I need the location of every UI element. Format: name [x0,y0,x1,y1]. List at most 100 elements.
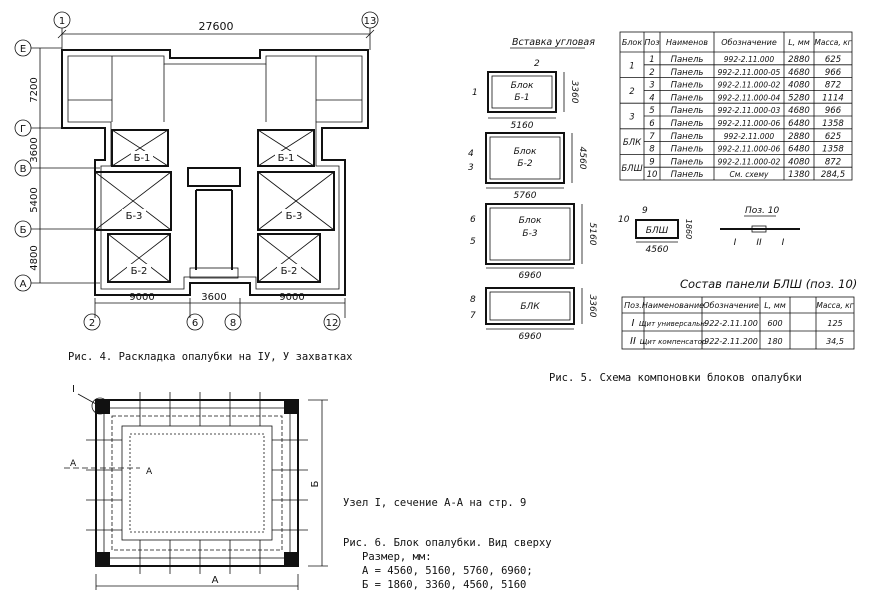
fig6-note: Узел I, сечение А-А на стр. 9 [343,497,526,509]
pos-label: 7 [470,311,476,321]
block-height: 3360 [569,81,579,104]
th-block: Блок [622,38,642,47]
fig5-blocks: Вставка угловая 2 1 Блок Б-1 5160 3360 4… [468,37,802,384]
table-cell: 2880 [788,55,810,65]
sub-th-name: Наименование [642,301,704,310]
panel-table: Блок Поз Наименов Обозначение L, мм Масс… [619,31,853,181]
block-code: Б-3 [522,229,537,239]
block-width: 4560 [646,245,669,255]
pos-label: 9 [642,206,648,216]
table-cell: Панель [671,157,704,167]
axis-6: 6 [192,318,198,329]
table-cell: 992-2.11.000-03 [718,106,781,115]
axis-8: 8 [230,318,236,329]
blsh-scheme: 10 9 БЛШ 4560 1860 Поз. 10 I II I [618,206,800,255]
fig6-caption-line1: Рис. 6. Блок опалубки. Вид сверху [343,537,552,549]
table-cell: Панель [671,81,704,91]
table-cell: 966 [825,68,842,78]
dim-left-1: 7200 [29,77,40,102]
table-cell: 3 [649,81,654,91]
sub-cell: Щит универсальн. [639,320,707,328]
sub-cell: 180 [767,337,782,346]
pos10-mark: I [734,238,737,248]
left-axes: Е Г В Б А 7200 3600 5400 4800 [14,39,100,292]
axis-A: А [20,279,27,290]
fig4-caption: Рис. 4. Раскладка опалубки на IУ, У захв… [68,351,352,363]
table-cell: 872 [825,157,841,167]
table-cell: 992-2.11.000-06 [718,119,781,128]
scheme-block-blk: 8 7 БЛК 6960 3360 [470,287,597,342]
block-width: 6960 [519,271,542,281]
table-cell: 992-2.11.000-06 [718,145,781,154]
plan-block-b1-left: Б-1 [111,129,169,167]
table-cell: 966 [825,106,842,116]
block-height: 3360 [587,295,597,318]
sub-cell: II [630,336,636,347]
table-cell: 992-2.11.000-05 [718,68,781,77]
table-cell: 1380 [788,170,810,180]
block-height: 5160 [587,223,597,246]
table-cell: 992-2.11.000-04 [718,93,781,102]
block-width: 5160 [511,121,534,131]
fig6-caption-line3: А = 4560, 5160, 5760, 6960; [362,565,533,577]
table-cell: Панель [671,93,704,103]
pos-label: 2 [534,59,540,69]
table-cell: Панель [671,119,704,129]
fig6-caption-line4: Б = 1860, 3360, 4560, 5160 [362,579,526,591]
scheme-block-b3: 6 5 Блок Б-3 6960 5160 [470,203,597,281]
plan-block-b3-right: Б-3 [257,171,335,231]
table-cell: 1358 [822,119,844,129]
plan-block-label: Б-1 [278,153,295,164]
node-mark: I [72,384,75,395]
plan-block-b2-right: Б-2 [257,233,321,283]
table-cell: 4 [649,93,654,103]
table-cell: 1 [649,55,654,65]
table-cell: Панель [671,55,704,65]
overall-dimension: 27600 [199,20,234,33]
sub-cell: I [632,318,635,329]
fig4-plan: 1 13 27600 Е Г В Б А 7200 3 [14,11,379,363]
plan-block-b1-right: Б-1 [257,129,315,167]
sub-table-title: Состав панели БЛШ (поз. 10) [680,277,857,291]
sub-cell: 125 [827,319,842,328]
fig6-caption-line2: Размер, мм: [362,551,432,563]
th-name: Наименов [666,38,708,47]
table-cell: 8 [649,145,655,155]
table-cell: 10 [647,170,658,180]
table-cell: 2880 [788,132,810,142]
block-name: Блок [514,147,537,157]
table-cell: 6480 [788,145,810,155]
axis-G: Г [20,124,26,135]
table-cell: 5280 [788,93,810,103]
table-cell: 2 [629,87,634,97]
table-cell: БЛК [623,138,642,148]
table-cell: 5 [649,106,654,116]
table-cell: 3 [629,113,634,123]
pos-label: 5 [470,237,476,247]
th-pos: Поз [644,38,659,47]
table-cell: 9 [649,157,654,167]
table-cell: 1358 [822,145,844,155]
table-cell: 4080 [788,81,810,91]
table-cell: 992-2.11.000 [724,132,775,141]
block-code: БЛК [520,302,540,312]
scheme-block-b1: 2 1 Блок Б-1 5160 3360 [472,59,579,131]
plan-block-b3-left: Б-3 [94,171,172,231]
table-cell: БЛШ [621,164,642,174]
block-code: Б-1 [514,93,529,103]
sub-cell: 922-2.11.200 [704,337,758,346]
fig5-caption: Рис. 5. Схема компоновки блоков опалубки [549,372,802,384]
table-cell: 872 [825,81,841,91]
table-cell: Панель [671,145,704,155]
scheme-block-b2: 4 3 Блок Б-2 5760 4560 [468,132,587,201]
axis-13: 13 [364,16,377,27]
pos-label: 10 [618,215,630,225]
block-width: 6960 [519,332,542,342]
block-height: 1860 [684,219,693,239]
dim-bottom-3: 9000 [279,292,304,303]
dim-left-4: 4800 [29,245,40,270]
sub-th-mass: Масса, кг [816,301,853,310]
dim-left-3: 5400 [29,187,40,212]
